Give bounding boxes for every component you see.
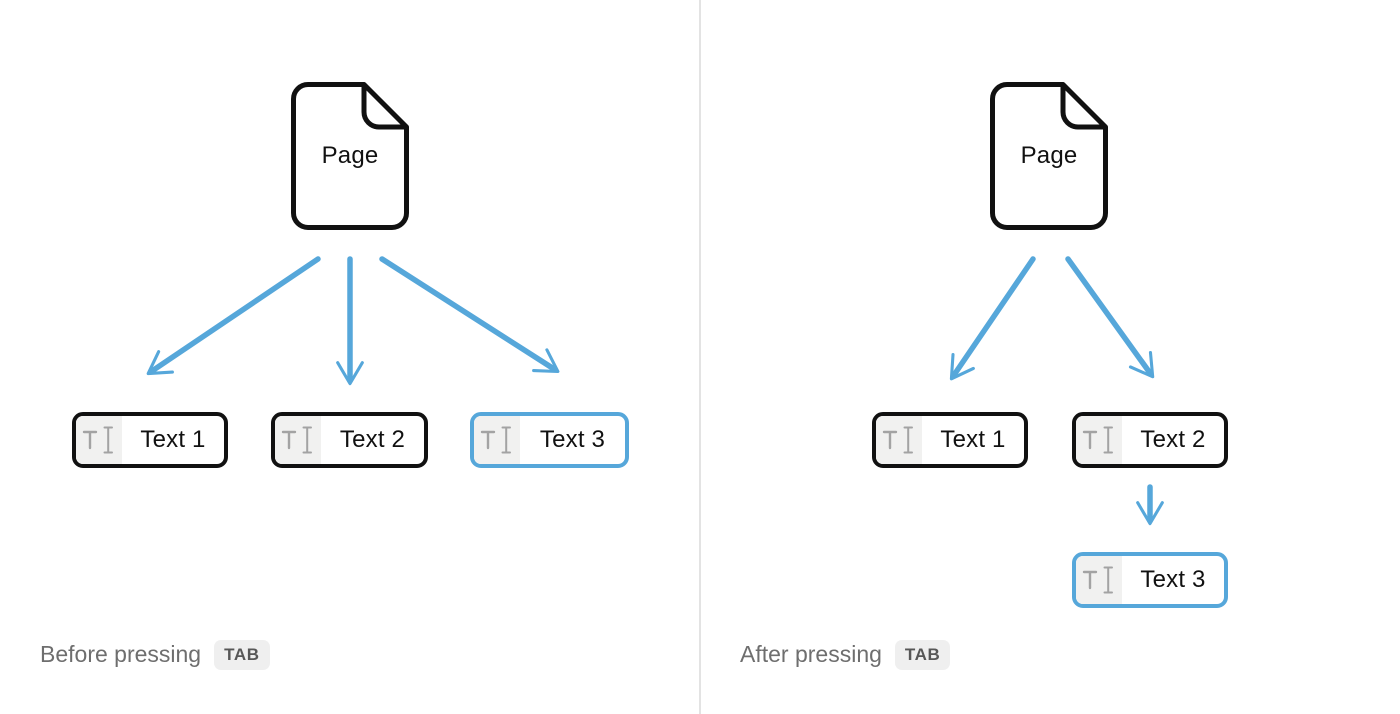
block-label: Text 3 (1140, 566, 1206, 593)
page-icon: Page (990, 82, 1108, 230)
tab-key-badge: TAB (894, 640, 951, 670)
text-block-icon (1076, 416, 1122, 464)
document-icon (990, 82, 1108, 230)
text-block-icon (876, 416, 922, 464)
page-label: Page (1020, 142, 1078, 169)
block-label: Text 1 (140, 426, 206, 453)
tab-key-badge: TAB (214, 640, 270, 670)
text-block-icon (1076, 556, 1122, 604)
block-label: Text 2 (339, 426, 406, 453)
caption-text: After pressing (740, 641, 882, 668)
block-text-3-selected: Text 3 (470, 412, 629, 468)
text-block-icon (474, 416, 520, 464)
block-label: Text 1 (940, 426, 1006, 453)
block-text-2: Text 2 (271, 412, 428, 468)
caption-after: After pressing TAB (740, 640, 951, 670)
page-icon: Page (291, 82, 409, 230)
page-label: Page (321, 142, 379, 169)
text-block-icon (76, 416, 122, 464)
block-label: Text 2 (1140, 426, 1206, 453)
caption-before: Before pressing TAB (40, 640, 270, 670)
caption-text: Before pressing (40, 641, 202, 668)
text-block-icon (275, 416, 321, 464)
block-text-3-selected-indented: Text 3 (1072, 552, 1228, 608)
block-text-1: Text 1 (72, 412, 228, 468)
block-label: Text 3 (539, 426, 606, 453)
document-icon (291, 82, 409, 230)
block-text-1: Text 1 (872, 412, 1028, 468)
panel-divider (699, 0, 701, 714)
block-text-2: Text 2 (1072, 412, 1228, 468)
